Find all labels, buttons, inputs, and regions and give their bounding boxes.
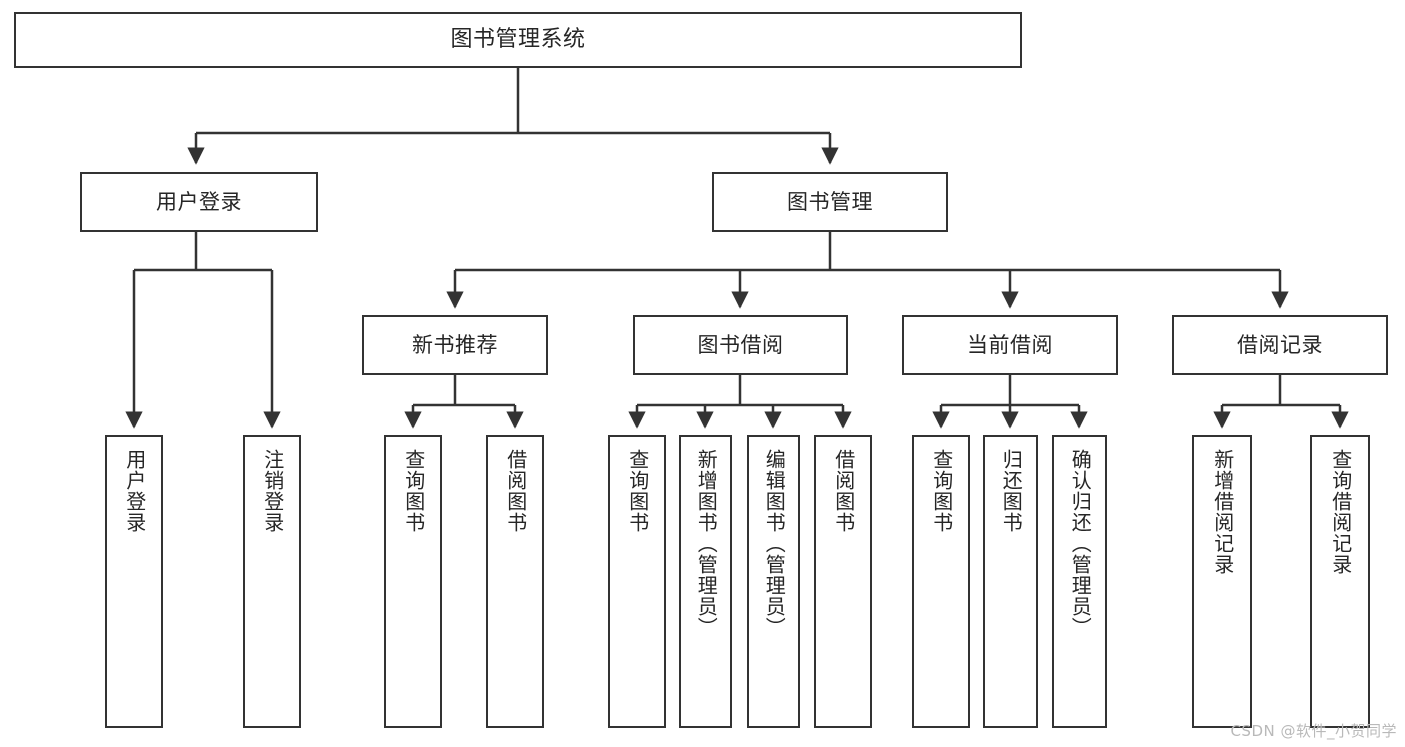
leaf-logout-login[interactable]: 注销登录 bbox=[243, 435, 301, 728]
node-current-borrow[interactable]: 当前借阅 bbox=[902, 315, 1118, 375]
leaf-edit-book-admin[interactable]: 编辑图书（管理员） bbox=[747, 435, 800, 728]
node-label: 新增图书（管理员） bbox=[694, 449, 719, 638]
node-book-borrow[interactable]: 图书借阅 bbox=[633, 315, 848, 375]
node-book-management[interactable]: 图书管理 bbox=[712, 172, 948, 232]
node-label: 查询图书 bbox=[401, 449, 426, 533]
node-label: 借阅图书 bbox=[503, 449, 528, 533]
node-label: 归还图书 bbox=[999, 449, 1024, 533]
leaf-user-login[interactable]: 用户登录 bbox=[105, 435, 163, 728]
node-label: 查询借阅记录 bbox=[1328, 449, 1353, 575]
leaf-borrow-book-recommend[interactable]: 借阅图书 bbox=[486, 435, 544, 728]
node-label: 借阅记录 bbox=[1237, 332, 1323, 357]
csdn-watermark: CSDN @软件_小贺同学 bbox=[1230, 722, 1397, 740]
leaf-return-book[interactable]: 归还图书 bbox=[983, 435, 1038, 728]
node-label: 查询图书 bbox=[929, 449, 954, 533]
node-root-system[interactable]: 图书管理系统 bbox=[14, 12, 1022, 68]
node-label: 图书管理系统 bbox=[450, 27, 586, 53]
leaf-borrow-book[interactable]: 借阅图书 bbox=[814, 435, 872, 728]
node-label: 借阅图书 bbox=[831, 449, 856, 533]
node-label: 编辑图书（管理员） bbox=[762, 449, 787, 638]
leaf-query-book-current[interactable]: 查询图书 bbox=[912, 435, 970, 728]
leaf-query-borrow-record[interactable]: 查询借阅记录 bbox=[1310, 435, 1370, 728]
node-label: 用户登录 bbox=[122, 449, 147, 533]
node-new-book-recommend[interactable]: 新书推荐 bbox=[362, 315, 548, 375]
node-label: 注销登录 bbox=[260, 449, 285, 533]
node-label: 当前借阅 bbox=[967, 332, 1053, 357]
node-label: 图书借阅 bbox=[697, 332, 784, 357]
leaf-query-book-borrow[interactable]: 查询图书 bbox=[608, 435, 666, 728]
leaf-confirm-return-admin[interactable]: 确认归还（管理员） bbox=[1052, 435, 1107, 728]
node-label: 查询图书 bbox=[625, 449, 650, 533]
node-label: 新书推荐 bbox=[412, 332, 498, 357]
leaf-add-borrow-record[interactable]: 新增借阅记录 bbox=[1192, 435, 1252, 728]
leaf-query-book-recommend[interactable]: 查询图书 bbox=[384, 435, 442, 728]
leaf-add-book-admin[interactable]: 新增图书（管理员） bbox=[679, 435, 732, 728]
node-label: 图书管理 bbox=[787, 189, 873, 214]
node-label: 确认归还（管理员） bbox=[1068, 449, 1093, 638]
node-user-login[interactable]: 用户登录 bbox=[80, 172, 318, 232]
node-borrow-record[interactable]: 借阅记录 bbox=[1172, 315, 1388, 375]
node-label: 新增借阅记录 bbox=[1210, 449, 1235, 575]
node-label: 用户登录 bbox=[156, 189, 242, 214]
